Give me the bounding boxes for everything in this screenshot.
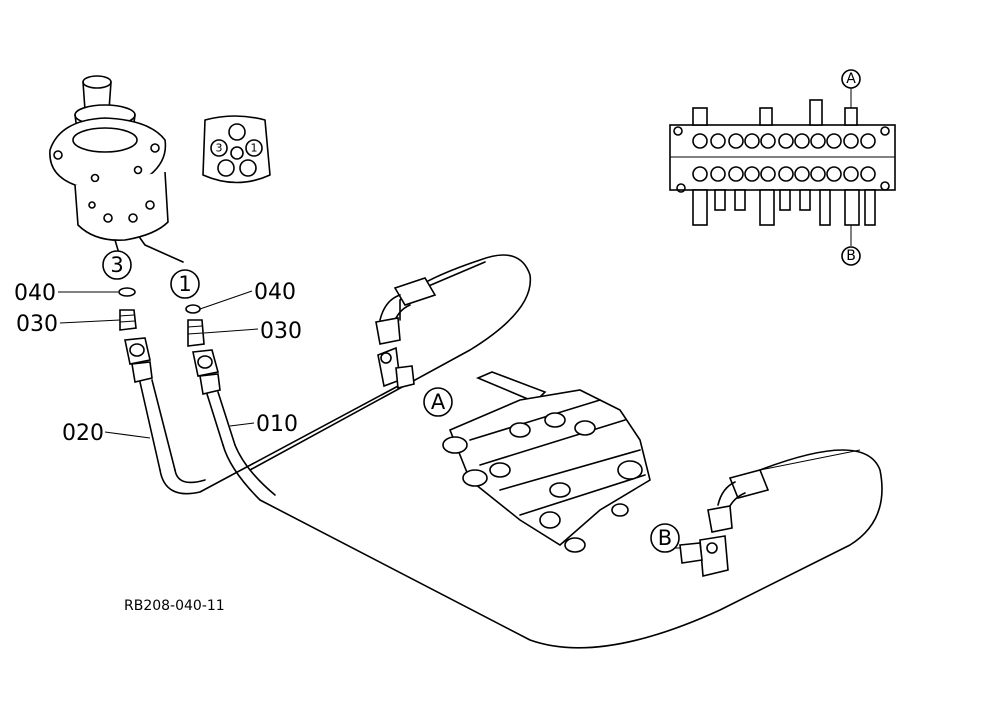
callout-port-3: 3 bbox=[110, 253, 123, 277]
leader-020 bbox=[104, 431, 151, 439]
valve-bank-spool-ends bbox=[692, 133, 876, 182]
inset-callout-circle-a bbox=[841, 69, 861, 89]
callout-circle-b bbox=[650, 523, 680, 553]
leader-010 bbox=[229, 422, 255, 427]
inset-port-3-label: 3 bbox=[216, 142, 223, 155]
label-030-left: 030 bbox=[16, 312, 58, 337]
control-valve-assembly bbox=[442, 371, 651, 553]
valve-bank-inset bbox=[669, 88, 896, 246]
callout-circle-1 bbox=[170, 269, 200, 299]
callout-circle-a bbox=[423, 387, 453, 417]
hose-020-line bbox=[159, 384, 401, 495]
inset-port-1-label: 1 bbox=[251, 142, 258, 155]
leader-030-left bbox=[59, 319, 121, 324]
inset-callout-circle-b bbox=[841, 246, 861, 266]
right-fitting-stack bbox=[185, 304, 236, 446]
callout-port-b: B bbox=[658, 526, 672, 550]
callout-circle-3 bbox=[102, 250, 132, 280]
lower-elbow-fitting bbox=[670, 449, 861, 577]
leader-030-right bbox=[203, 328, 259, 334]
left-fitting-stack bbox=[118, 287, 176, 471]
hose-010-line bbox=[222, 444, 883, 649]
leader-040-right bbox=[199, 290, 253, 310]
upper-elbow-fitting bbox=[375, 277, 437, 390]
callout-port-a: A bbox=[431, 390, 446, 414]
port-face-inset: 3 1 bbox=[202, 115, 271, 184]
reference-number: RB208-040-11 bbox=[124, 598, 225, 614]
label-020: 020 bbox=[62, 421, 104, 446]
label-010: 010 bbox=[256, 412, 298, 437]
label-030-right: 030 bbox=[260, 319, 302, 344]
swivel-joint bbox=[49, 75, 184, 263]
label-040-right: 040 bbox=[254, 280, 296, 305]
inset-callout-b: B bbox=[846, 248, 856, 264]
inset-callout-a: A bbox=[846, 71, 856, 87]
label-040-left: 040 bbox=[14, 281, 56, 306]
callout-port-1: 1 bbox=[178, 272, 191, 296]
